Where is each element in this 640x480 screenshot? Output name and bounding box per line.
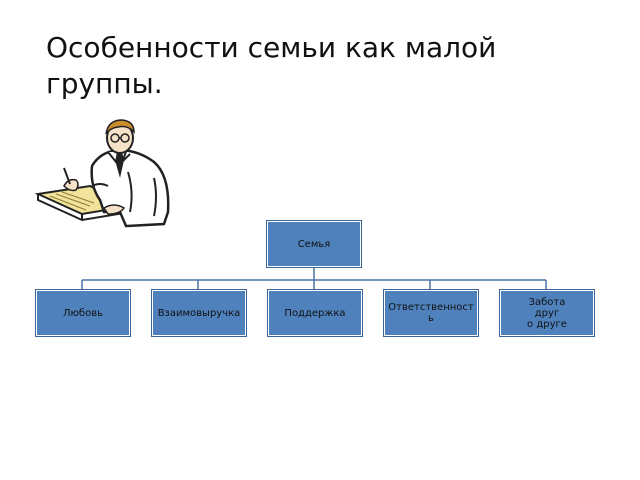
diagram-child-label: Забота друг о друге <box>527 296 567 330</box>
diagram-child-node: Взаимовыручка <box>151 289 247 337</box>
diagram-child-label: Любовь <box>62 307 103 319</box>
diagram-child-node: Поддержка <box>267 289 363 337</box>
slide-title: Особенности семьи как малой группы. <box>46 31 497 100</box>
diagram-root-label: Семья <box>297 238 331 250</box>
diagram-child-node: Забота друг о друге <box>499 289 595 337</box>
diagram-child-node: Любовь <box>35 289 131 337</box>
diagram-child-label: Ответственность <box>388 302 474 324</box>
diagram-child-label: Поддержка <box>284 307 346 319</box>
diagram-child-node: Ответственность <box>383 289 479 337</box>
writing-man-icon <box>34 119 170 228</box>
diagram-child-label: Взаимовыручка <box>157 307 241 319</box>
diagram-root-node: Семья <box>266 220 362 268</box>
